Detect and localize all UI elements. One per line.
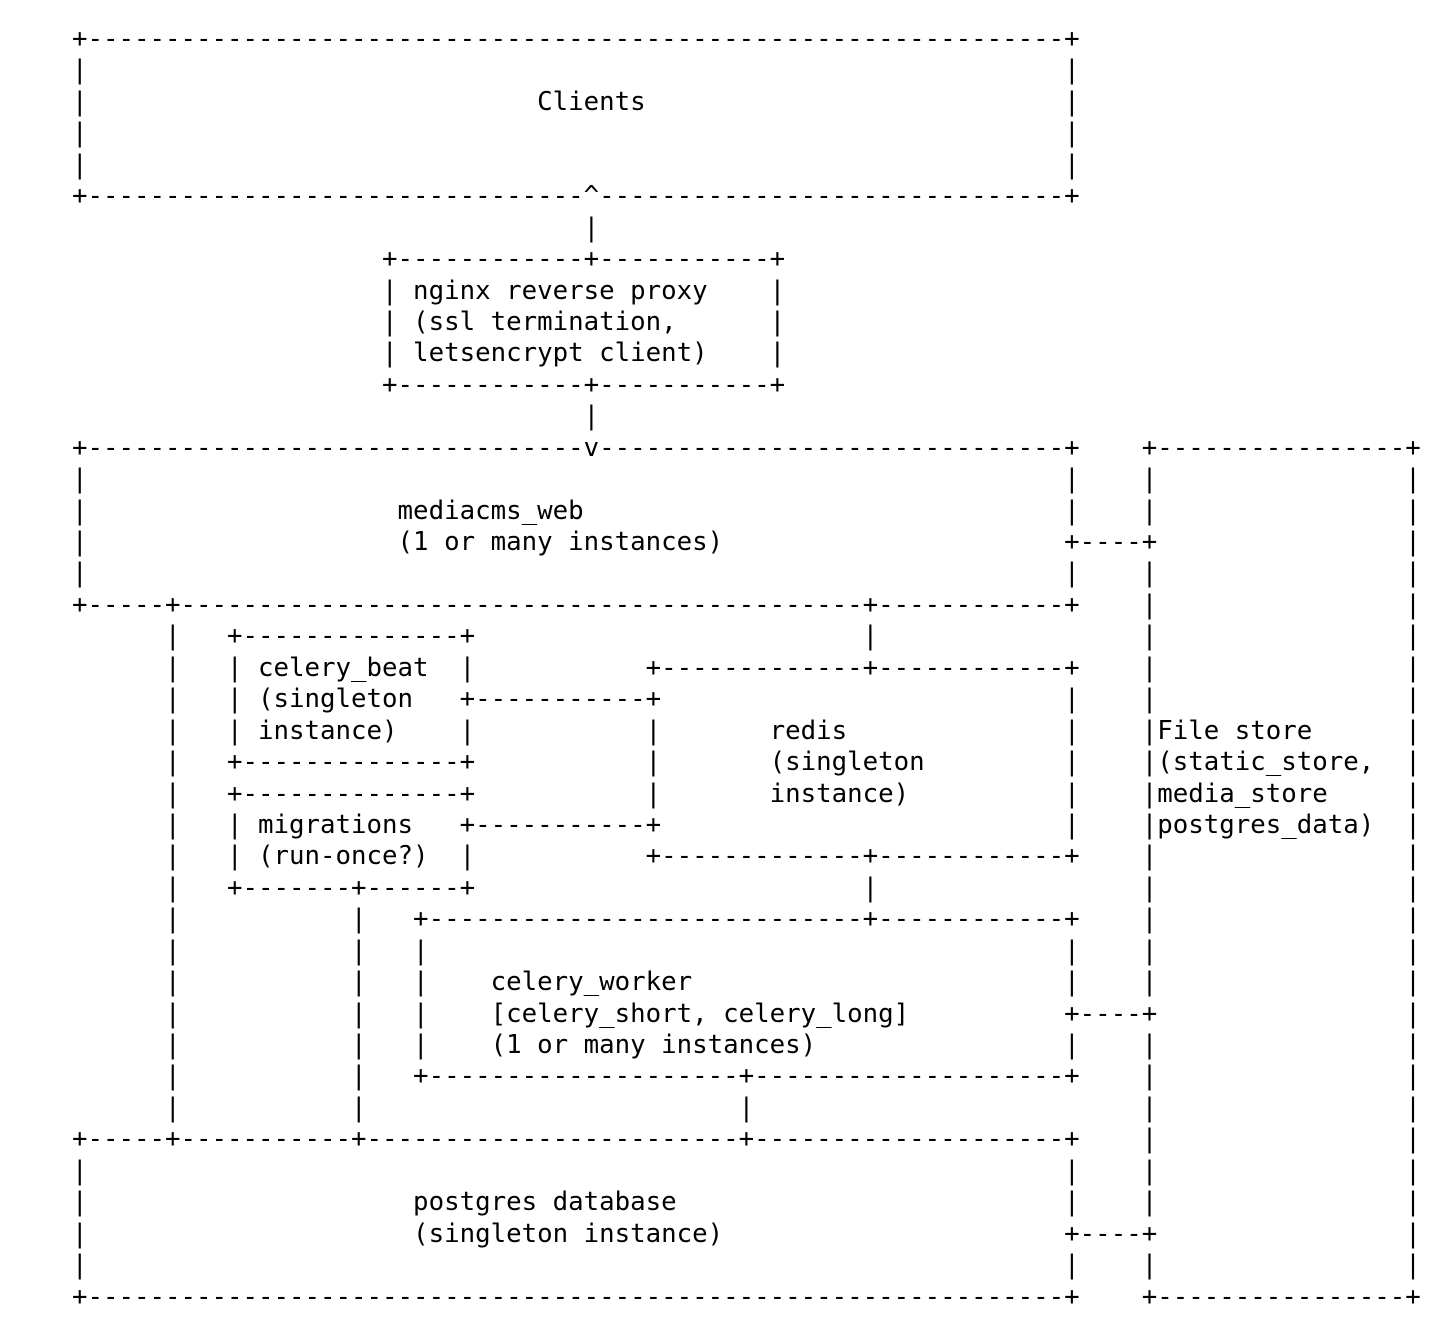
diagram-line-12: | [72,401,600,432]
diagram-line-35: +-----+-----------+---------------------… [72,1124,1421,1155]
diagram-line-33: | | +--------------------+--------------… [72,1061,1421,1092]
diagram-line-37: | postgres database | | | [72,1187,1421,1218]
diagram-line-0: +---------------------------------------… [72,24,1080,54]
diagram-line-29: | | | | | | [72,935,1421,966]
diagram-line-36: | | | | [72,1155,1421,1186]
diagram-line-30: | | | celery_worker | | | [72,967,1421,998]
diagram-line-6: | [72,212,600,243]
diagram-line-4: | | [72,149,1080,180]
diagram-line-20: | | celery_beat | +-------------+-------… [72,652,1421,683]
diagram-line-40: +---------------------------------------… [72,1281,1421,1312]
diagram-line-26: | | (run-once?) | +-------------+-------… [72,841,1421,872]
diagram-line-1: | | [72,55,1080,86]
diagram-line-23: | +--------------+ | (singleton | |(stat… [72,747,1421,778]
diagram-line-22: | | instance) | | redis | |File store | [72,715,1421,746]
diagram-line-39: | | | | [72,1250,1421,1281]
diagram-line-19: | +--------------+ | | | [72,621,1421,652]
diagram-line-7: +------------+-----------+ [72,244,786,275]
diagram-line-3: | | [72,118,1080,149]
diagram-line-25: | | migrations +-----------+ | |postgres… [72,809,1421,840]
diagram-line-28: | | +----------------------------+------… [72,904,1421,935]
diagram-line-14: | | | | [72,464,1421,495]
diagram-line-34: | | | | | [72,1092,1421,1123]
diagram-line-13: +--------------------------------v------… [72,432,1421,463]
diagram-line-31: | | | [celery_short, celery_long] +----+… [72,998,1421,1029]
diagram-line-24: | +--------------+ | instance) | |media_… [72,778,1421,809]
ascii-diagram: +---------------------------------------… [72,24,1456,1313]
diagram-line-18: +-----+---------------------------------… [72,589,1421,620]
diagram-line-11: +------------+-----------+ [72,369,786,400]
diagram-line-9: | (ssl termination, | [72,306,786,337]
diagram-line-21: | | (singleton +-----------+ | | | [72,684,1421,715]
diagram-line-15: | mediacms_web | | | [72,495,1421,526]
diagram-line-5: +--------------------------------^------… [72,181,1080,212]
diagram-line-27: | +-------+------+ | | | [72,872,1421,903]
diagram-line-2: | Clients | [72,86,1080,117]
diagram-line-8: | nginx reverse proxy | [72,275,786,306]
diagram-line-10: | letsencrypt client) | [72,338,786,369]
diagram-line-32: | | | (1 or many instances) | | | [72,1030,1421,1060]
diagram-line-17: | | | | [72,558,1421,589]
diagram-line-16: | (1 or many instances) +----+ | [72,527,1421,557]
diagram-line-38: | (singleton instance) +----+ | [72,1218,1421,1249]
